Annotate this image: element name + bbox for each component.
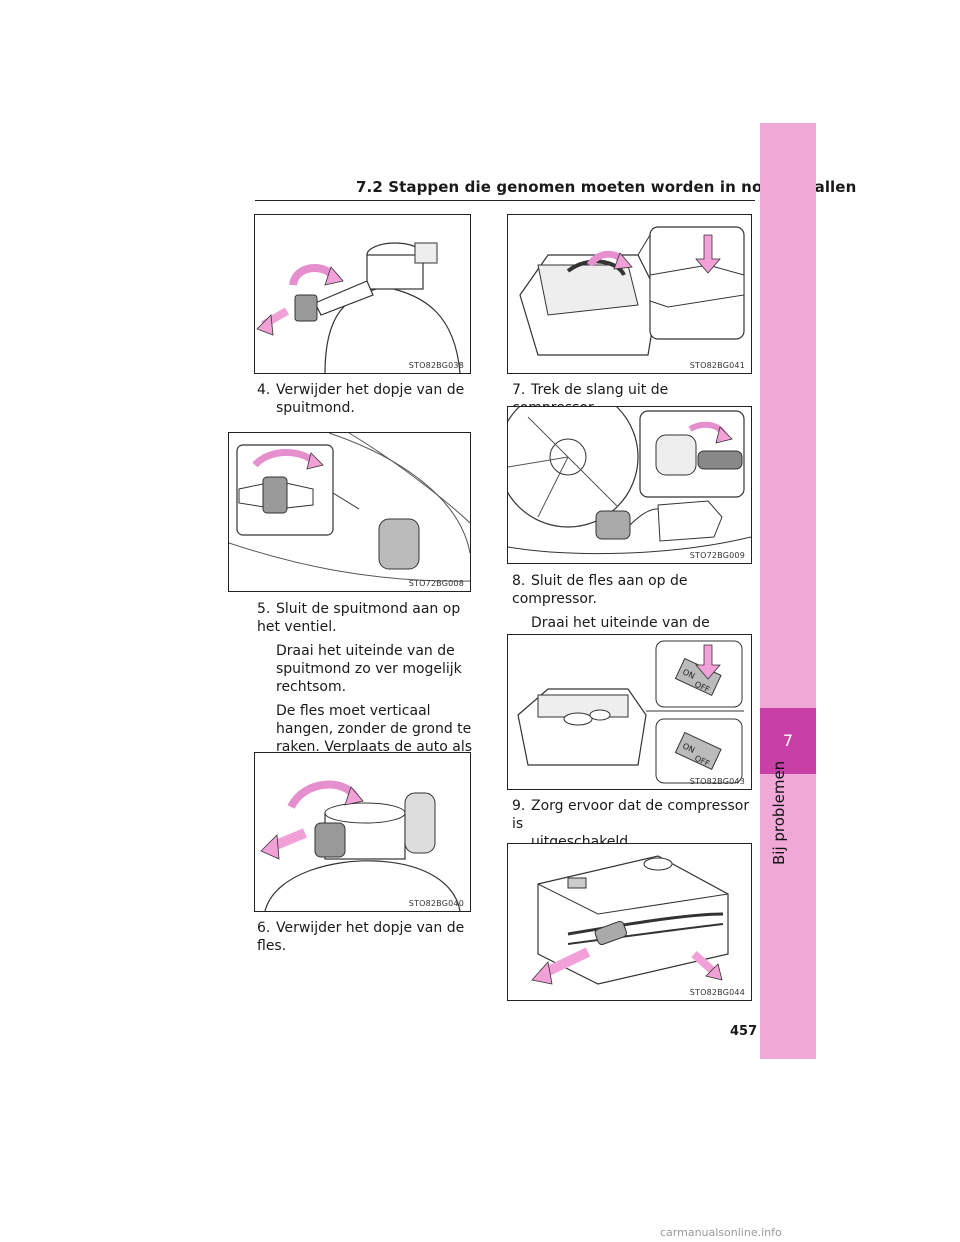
figure-code: STO72BG008 — [408, 579, 464, 588]
step-4: 4. Verwijder het dopje van de spuitmond. — [257, 381, 472, 417]
step-text-line1: Zorg ervoor dat de compressor is — [512, 798, 750, 832]
chapter-label: Bij problemen — [770, 760, 788, 865]
compressor-unpack-illustration — [531, 855, 729, 985]
valve-illustration — [229, 433, 470, 582]
bottle-cap-illustration — [260, 780, 461, 911]
step-number: 4. — [257, 382, 271, 398]
page-number: 457 — [730, 1024, 758, 1039]
figure-compressor-unpack: STO82BG044 — [507, 843, 752, 1001]
step-number: 8. — [512, 573, 526, 589]
figure-code: STO82BG044 — [689, 988, 745, 997]
figure-code: STO82BG041 — [689, 361, 745, 370]
step-paragraph: Draai het uiteinde van de spuitmond zo v… — [276, 643, 462, 695]
step-number: 7. — [512, 382, 526, 398]
section-title: 7.2 Stappen die genomen moeten worden in… — [356, 178, 857, 196]
figure-nozzle-valve: STO72BG008 — [228, 432, 471, 592]
figure-compressor-switch: ON OFF ON OFF STO82BG043 — [507, 634, 752, 790]
tire-compressor-illustration — [508, 407, 751, 555]
compressor-hose-illustration — [519, 226, 745, 356]
header-divider — [255, 200, 755, 201]
step-text-line1: Verwijder het dopje van de — [276, 382, 465, 398]
step-text-line1: Verwijder het dopje van de fles. — [257, 920, 465, 954]
chapter-number: 7 — [760, 708, 816, 774]
bottle-nozzle-illustration — [256, 242, 461, 373]
figure-bottle-cap: STO82BG040 — [254, 752, 471, 912]
figure-code: STO82BG040 — [408, 899, 464, 908]
figure-code: STO82BG038 — [408, 361, 464, 370]
figure-compressor-hose: STO82BG041 — [507, 214, 752, 374]
chapter-side-tab — [760, 123, 816, 1059]
compressor-switch-illustration: ON OFF ON OFF — [517, 640, 744, 784]
step-number: 5. — [257, 601, 271, 617]
figure-code: STO82BG043 — [689, 777, 745, 786]
step-text-line1: Sluit de spuitmond aan op het ventiel. — [257, 601, 461, 635]
step-number: 6. — [257, 920, 271, 936]
figure-code: STO72BG009 — [689, 551, 745, 560]
figure-bottle-compressor-connection: STO72BG009 — [507, 406, 752, 564]
step-text-line1: Sluit de fles aan op de compressor. — [512, 573, 688, 607]
step-6: 6.Verwijder het dopje van de fles. — [257, 919, 472, 955]
watermark: carmanualsonline.info — [660, 1226, 782, 1239]
step-text-line2: spuitmond. — [276, 400, 355, 416]
figure-bottle-nozzle-cap: STO82BG038 — [254, 214, 471, 374]
step-number: 9. — [512, 798, 526, 814]
